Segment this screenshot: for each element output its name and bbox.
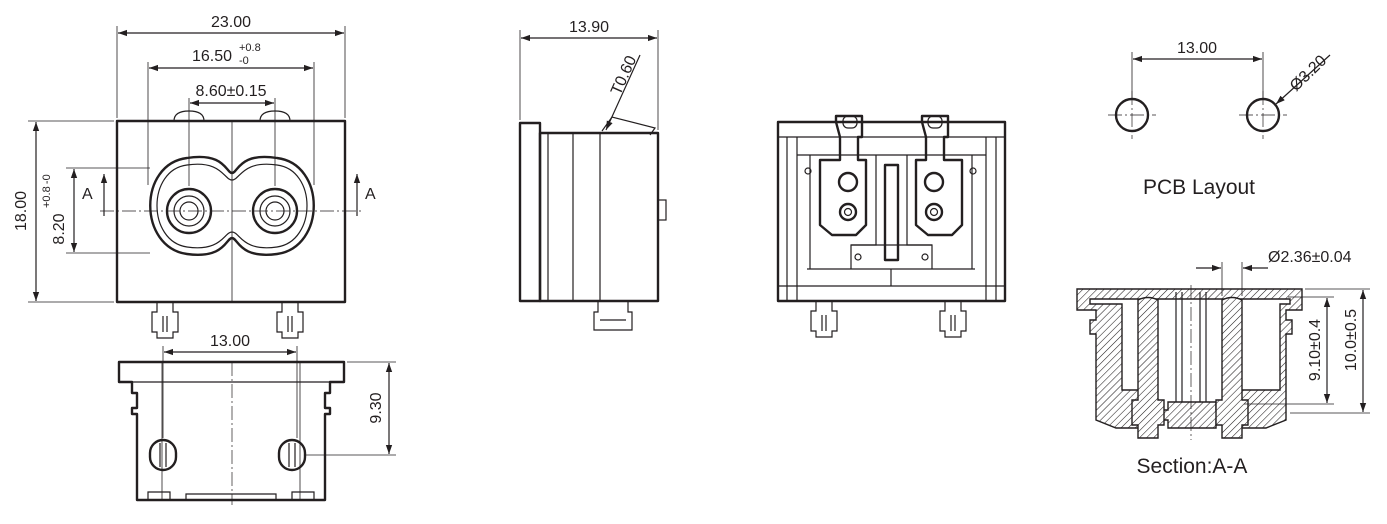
dim-front-width-text: 23.00 [211,14,251,31]
dim-pcb-hole-diameter-text: Ø3.20 [1287,52,1330,95]
dim-front-inner-height: 8.20 +0.8 -0 [41,167,150,254]
dim-bottom-depth: 9.30 [305,361,396,456]
dim-pcb-hole-diameter: Ø3.20 [1275,52,1331,105]
dim-pcb-hole-spacing-text: 13.00 [1177,40,1217,57]
rear-view [776,114,1007,338]
dim-front-height: 18.00 [13,120,114,303]
dim-bottom-pin-spacing: 13.00 [162,333,298,438]
dim-section-pin-diameter-text: Ø2.36±0.04 [1268,249,1352,266]
section-title: Section:A-A [1137,455,1248,478]
dim-section-overall-height: 10.0±0.5 [1290,288,1370,414]
dim-section-pin-diameter: Ø2.36±0.04 [1196,249,1352,296]
dim-side-thickness-text: T0.60 [608,53,640,97]
dim-front-pin-pitch-text: 8.60±0.15 [195,83,266,100]
dim-front-width: 23.00 [116,14,346,118]
dim-front-inner-width-tol-minus: -0 [239,55,249,67]
front-view: A A 23.00 16.50 +0.8 -0 8.60±0.15 [13,14,376,339]
side-view: 13.90 T0.60 [518,19,667,331]
dim-front-pin-pitch: 8.60±0.15 [188,83,276,186]
dim-pcb-hole-spacing: 13.00 [1131,40,1264,98]
section-view: Ø2.36±0.04 9.10±0.4 10.0±0.5 Section:A-A [1076,249,1370,478]
dim-front-inner-width-tol-plus: +0.8 [239,42,261,54]
dim-bottom-pin-spacing-text: 13.00 [210,333,250,350]
dim-front-inner-height-text: 8.20 [51,213,68,244]
pcb-layout-title: PCB Layout [1143,176,1255,199]
dim-section-pin-height: 9.10±0.4 [1244,296,1334,405]
dim-side-thickness: T0.60 [605,53,641,131]
dim-front-inner-width: 16.50 +0.8 -0 [147,42,315,185]
dim-side-depth-text: 13.90 [569,19,609,36]
dim-bottom-depth-text: 9.30 [368,392,385,423]
dim-front-inner-height-tol: +0.8 -0 [41,174,53,208]
dim-section-pin-height-text: 9.10±0.4 [1307,319,1324,381]
dim-side-depth: 13.90 [519,19,659,130]
dim-section-overall-height-text: 10.0±0.5 [1343,309,1360,371]
dim-front-height-text: 18.00 [13,191,30,231]
dim-front-inner-width-text: 16.50 [192,48,232,65]
bottom-view: 13.00 9.30 [117,333,396,505]
section-mark-right: A [365,186,376,203]
pcb-layout: 13.00 Ø3.20 PCB Layout [1108,40,1331,199]
section-mark-left: A [82,186,93,203]
